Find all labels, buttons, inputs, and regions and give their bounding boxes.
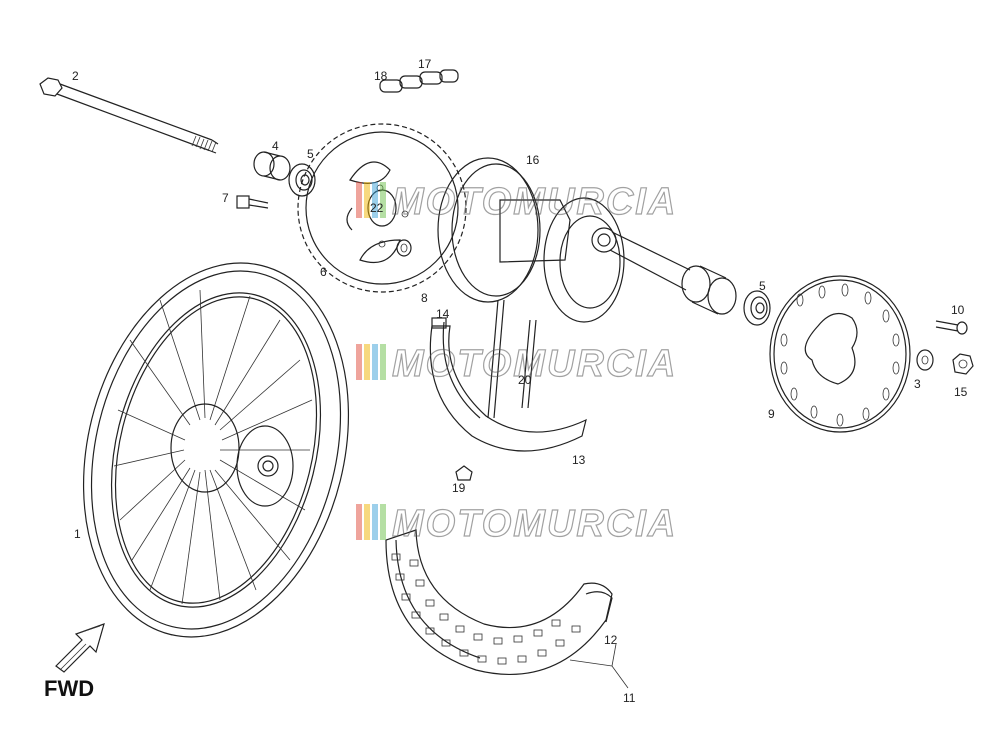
part-label-3: 3 <box>914 377 921 391</box>
watermark-bottom: MOTOMURCIA <box>356 502 677 546</box>
part-label-16: 16 <box>526 153 540 167</box>
svg-text:MOTOMURCIA: MOTOMURCIA <box>392 503 677 545</box>
part-label-8: 8 <box>421 291 428 305</box>
part-label-18: 18 <box>374 69 388 83</box>
part-label-19: 19 <box>452 481 466 495</box>
part-label-5-right: 5 <box>759 279 766 293</box>
part-label-4: 4 <box>272 139 279 153</box>
part-label-20: 20 <box>518 373 532 387</box>
brake-shoes <box>429 299 587 452</box>
svg-text:MOTOMURCIA: MOTOMURCIA <box>392 181 677 223</box>
part-label-11: 11 <box>623 691 636 705</box>
part-label-5-left: 5 <box>307 147 314 161</box>
part-label-7: 7 <box>222 191 229 205</box>
part-label-15: 15 <box>954 385 968 399</box>
sprocket-bolt <box>236 195 269 209</box>
disc-nut <box>952 353 974 375</box>
leader-lines <box>569 643 629 689</box>
part-label-13: 13 <box>572 453 586 467</box>
spacer <box>253 151 291 181</box>
rear-hub <box>437 157 737 323</box>
bearing-right <box>743 290 771 326</box>
part-label-10: 10 <box>951 303 965 317</box>
chain-links <box>379 69 459 93</box>
axle <box>39 77 219 154</box>
part-label-14: 14 <box>436 307 450 321</box>
grease-nipple <box>455 465 473 481</box>
fwd-arrow-icon <box>55 623 105 673</box>
part-label-1: 1 <box>74 527 81 541</box>
tyre <box>385 529 613 676</box>
watermark-middle: MOTOMURCIA <box>356 342 677 386</box>
part-label-17: 17 <box>418 57 432 71</box>
part-label-6: 6 <box>320 265 327 279</box>
fwd-label: FWD <box>44 676 94 701</box>
part-label-2: 2 <box>72 69 79 83</box>
part-label-22: 22 <box>370 201 384 215</box>
brake-disc <box>769 275 911 433</box>
part-label-9: 9 <box>768 407 775 421</box>
disc-washer <box>916 349 934 371</box>
svg-text:MOTOMURCIA: MOTOMURCIA <box>392 343 677 385</box>
rear-wheel <box>82 262 350 638</box>
sprocket-nut <box>396 239 412 257</box>
watermark-top: MOTOMURCIA <box>356 180 677 224</box>
disc-bolt <box>935 320 968 335</box>
part-label-12: 12 <box>604 633 618 647</box>
